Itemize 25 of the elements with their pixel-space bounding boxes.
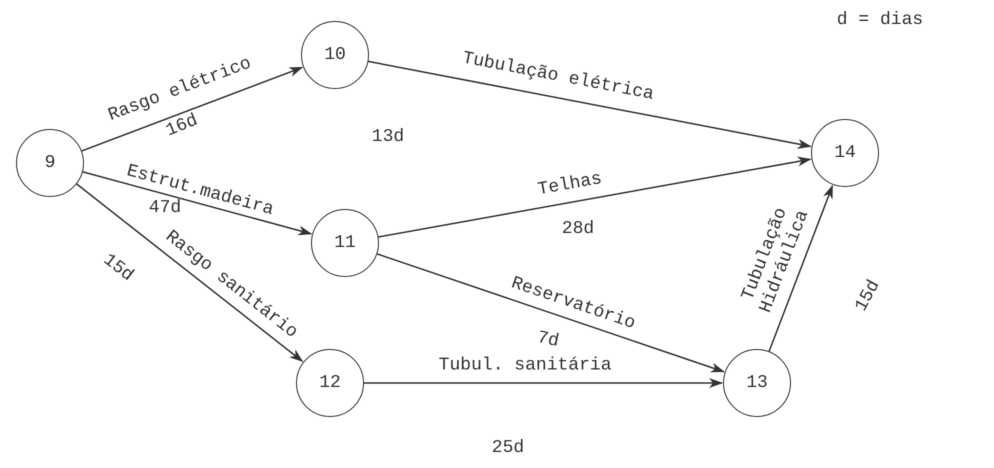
duration-label: 25d xyxy=(492,439,524,457)
edge-label: Tubul. sanitária xyxy=(438,356,612,376)
legend-note: d = dias xyxy=(836,11,924,29)
arrow xyxy=(368,60,812,149)
node-number: 11 xyxy=(334,232,356,254)
duration-label: 15d xyxy=(100,250,136,286)
arrow xyxy=(378,156,812,238)
arrow xyxy=(76,183,304,362)
node-number: 9 xyxy=(44,152,56,174)
edge-label: Tubulação elétrica xyxy=(460,48,656,106)
node-number: 13 xyxy=(746,372,768,394)
edge-label: Telhas xyxy=(536,169,604,202)
arrow xyxy=(364,378,723,388)
arrow xyxy=(376,253,725,372)
duration-label: 13d xyxy=(372,128,404,146)
node-number: 14 xyxy=(834,142,856,164)
node-number: 12 xyxy=(319,372,341,394)
duration-label: 16d xyxy=(164,112,200,140)
node-number: 10 xyxy=(324,44,346,66)
duration-label: 15d xyxy=(852,277,884,315)
arrow xyxy=(768,184,834,352)
arrow xyxy=(82,171,312,236)
duration-label: 28d xyxy=(562,220,594,238)
duration-label: 7d xyxy=(536,328,560,352)
arrow xyxy=(82,66,304,152)
